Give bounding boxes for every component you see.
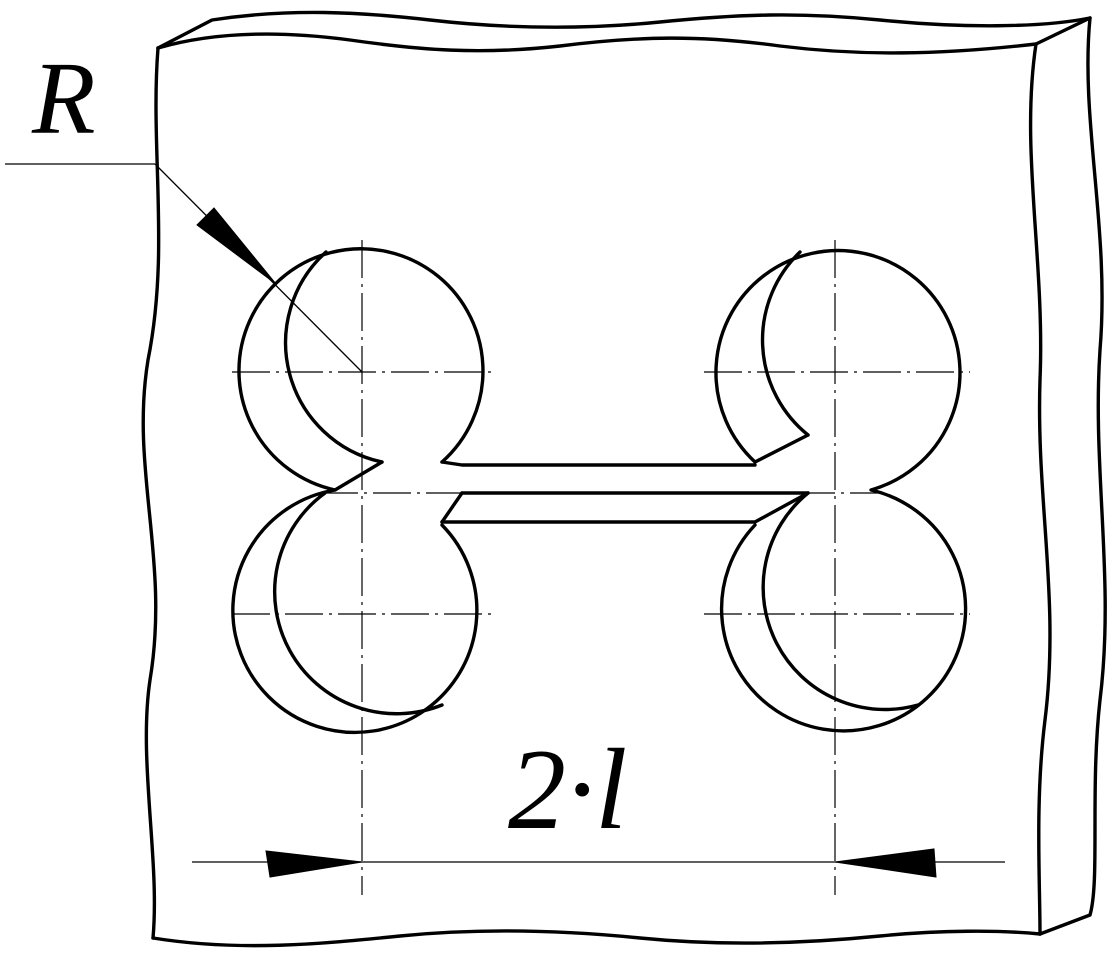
- dimension-arrow-right: [834, 848, 937, 878]
- plate-outline: [141, 10, 1107, 948]
- right-hole-pair: [714, 248, 968, 733]
- left-hole-pair: [231, 247, 485, 735]
- radius-leader: [5, 163, 363, 373]
- distance-label: 2·l: [508, 726, 627, 854]
- crack-slot: [440, 460, 810, 524]
- radius-label: R: [31, 41, 96, 156]
- leader-arrowhead: [196, 207, 277, 285]
- distance-dimension: [192, 848, 1005, 878]
- dimension-arrow-left: [265, 850, 363, 878]
